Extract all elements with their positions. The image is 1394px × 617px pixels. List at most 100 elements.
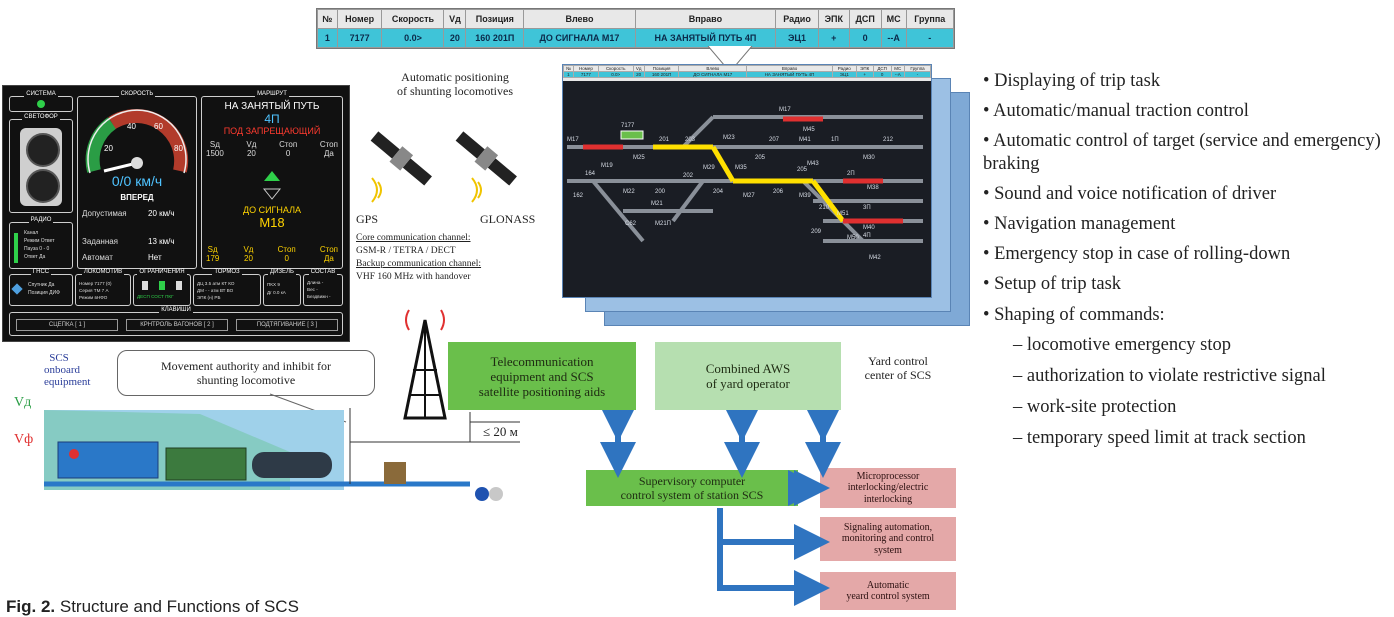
restrictions-title: ОГРАНИЧЕНИЯ — [137, 269, 187, 275]
sub-function-item: – authorization to violate restrictive s… — [1013, 365, 1326, 386]
function-item: • Shaping of commands: — [983, 304, 1165, 325]
restriction-icon — [176, 281, 182, 290]
signal-title: СВЕТОФОР — [22, 114, 60, 120]
restriction-icon — [142, 281, 148, 290]
table-cell: 0.0> — [381, 28, 445, 48]
restrictions-info: ДЕСП СОСТ ПКГ — [137, 294, 174, 299]
route-track: 4П — [264, 112, 280, 126]
map-label: M30 — [863, 155, 875, 161]
radio-tower-icon — [403, 309, 447, 420]
table-cell: --А — [880, 28, 907, 48]
info-line: Дг 0.0 кА — [267, 290, 286, 295]
brake-title: ТОРМОЗ — [212, 269, 242, 275]
function-item: • Displaying of trip task — [983, 71, 1161, 91]
permitted-speed-value: 20 км/ч — [148, 209, 175, 218]
figure-caption: Fig. 2. Structure and Functions of SCS — [6, 597, 299, 616]
table-cell: 7177 — [336, 28, 383, 48]
info-line: Серия ТМ 7 А — [79, 288, 109, 293]
restriction-icon — [159, 281, 165, 290]
info-line: ЭПК (н) РБ — [197, 295, 221, 300]
table-cell: 160 201П — [465, 28, 525, 48]
positioning-title: Automatic positioning of shunting locomo… — [397, 70, 513, 98]
supervisory-box: Supervisory computer control system of s… — [586, 470, 798, 506]
mini-cell: - — [904, 71, 931, 78]
info-line: Канал — [24, 230, 39, 236]
keys-title: КЛАВИШИ — [159, 307, 193, 313]
set-speed-value: 13 км/ч — [148, 237, 175, 246]
coupling-key[interactable]: СЦЕПКА [ 1 ] — [16, 319, 118, 331]
info-line: ПКХ 9 — [267, 282, 280, 287]
mini-cell: ДО СИГНАЛА М17 — [678, 71, 748, 78]
keys-panel: КЛАВИШИ СЦЕПКА [ 1 ] КРНТРОЛЬ ВАГОНОВ [ … — [9, 307, 343, 336]
system-panel: СИСТЕМА — [9, 91, 73, 112]
table-header-cell: ЭПК — [817, 9, 850, 29]
functions-list: • Displaying of trip task • Automatic/man… — [983, 70, 1388, 458]
traffic-light-icon — [20, 128, 62, 206]
route-title: МАРШРУТ — [255, 91, 289, 97]
map-label: M23 — [723, 135, 735, 141]
map-label: M25 — [633, 155, 645, 161]
info-line: ДМ - - атм ВТ ВО — [197, 288, 234, 293]
tank-wagon-icon — [252, 452, 332, 478]
info-line: Спутник Да — [28, 282, 55, 288]
channels-info: Core communication channel: GSM-R / TETR… — [356, 232, 481, 284]
route-signal: М18 — [259, 215, 285, 230]
table-cell: 0 — [848, 28, 882, 48]
speed-title: СКОРОСТЬ — [118, 91, 156, 97]
mini-cell: НА ЗАНЯТЫЙ ПУТЬ 4П — [746, 71, 833, 78]
sub-function-item: – locomotive emergency stop — [1013, 334, 1232, 355]
map-label: M17 — [567, 137, 579, 143]
map-label: C62 — [625, 221, 637, 227]
signal-panel: СВЕТОФОР — [9, 114, 73, 213]
table-cell: 1 — [317, 28, 338, 48]
map-label: 206 — [773, 189, 784, 195]
gauge-tick-label: 80 — [174, 144, 183, 153]
route-panel: МАРШРУТ НА ЗАНЯТЫЙ ПУТЬ 4П ПОД ЗАПРЕЩАЮЩ… — [201, 91, 343, 269]
mini-cell: 160 201П — [643, 71, 680, 78]
map-label: 204 — [713, 189, 724, 195]
wagon-control-key[interactable]: КРНТРОЛЬ ВАГОНОВ [ 2 ] — [126, 319, 228, 331]
map-label: M40 — [863, 225, 875, 231]
route-status: ПОД ЗАПРЕЩАЮЩИЙ — [223, 126, 321, 136]
table-header-cell: Скорость — [381, 9, 445, 29]
info-line: Номер 7177 (0) — [79, 281, 112, 286]
movement-authority-callout: Movement authority and inhibit for shunt… — [117, 350, 375, 396]
direction-arrows-icon — [262, 171, 282, 200]
table-header-cell: Радио — [775, 9, 819, 29]
radio-level-icon — [14, 233, 18, 263]
distance-label: ≤ 20 м — [483, 424, 518, 439]
diesel-info: ПКХ 9 Дг 0.0 кА — [267, 281, 286, 297]
backup-channel-value: VHF 160 MHz with handover — [356, 272, 471, 282]
glonass-label: GLONASS — [480, 212, 536, 226]
train-panel: СОСТАВ Длина -Вес -Бездвижн - — [303, 269, 343, 306]
table-header-cell: МС — [880, 9, 907, 29]
table-header-cell: Влево — [523, 9, 636, 29]
gps-label: GPS — [356, 212, 379, 226]
mini-cell: 1 — [563, 71, 574, 78]
connection-arrows — [600, 410, 841, 606]
direction-label: ВПЕРЕД — [120, 193, 154, 202]
function-item: • Automatic/manual traction control — [983, 101, 1249, 122]
info-line: Длина - — [307, 280, 324, 285]
permitted-speed-label: Допустимая — [82, 209, 127, 218]
automatic-yard-box: Automatic yeard control system — [820, 572, 956, 610]
pulling-up-key[interactable]: ПОДТЯГИВАНИЕ [ 3 ] — [236, 319, 338, 331]
aws-box: Combined AWS of yard operator — [655, 342, 841, 410]
function-item: • Navigation management — [983, 213, 1176, 234]
map-label: 200 — [655, 189, 666, 195]
map-label: M35 — [735, 165, 747, 171]
restrictions-panel: ОГРАНИЧЕНИЯ ДЕСП СОСТ ПКГ — [133, 269, 191, 306]
radio-title: РАДИО — [28, 217, 54, 223]
